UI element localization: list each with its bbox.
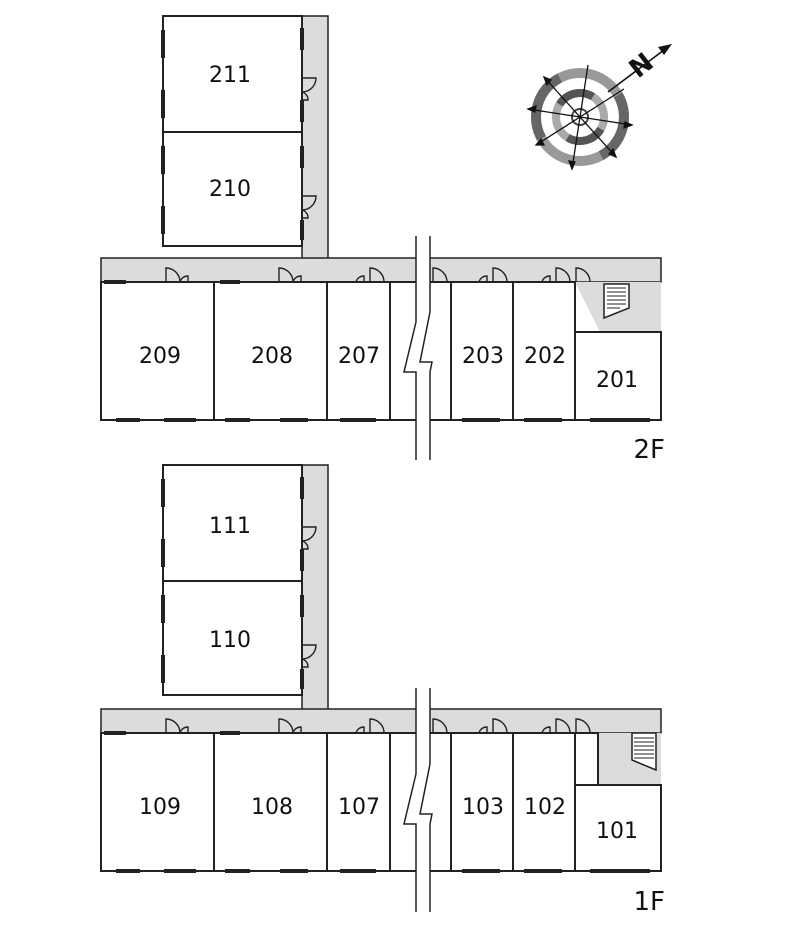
room-number: 109 bbox=[139, 795, 181, 820]
room-number: 201 bbox=[596, 368, 638, 393]
main-corridor bbox=[100, 708, 662, 734]
compass-north-letter: N bbox=[624, 47, 660, 84]
room-number: 202 bbox=[524, 344, 566, 369]
door-icons bbox=[165, 526, 591, 734]
room-number: 208 bbox=[251, 344, 293, 369]
room-number: 108 bbox=[251, 795, 293, 820]
staircase-icon bbox=[631, 732, 657, 772]
main-corridor bbox=[100, 257, 662, 283]
room-number: 102 bbox=[524, 795, 566, 820]
room-211 bbox=[162, 15, 303, 133]
room-number: 103 bbox=[462, 795, 504, 820]
window-marks bbox=[161, 28, 304, 240]
room-number: 101 bbox=[596, 819, 638, 844]
room-210 bbox=[162, 131, 303, 247]
window-marks bbox=[161, 477, 304, 689]
room-number: 203 bbox=[462, 344, 504, 369]
room-110 bbox=[162, 580, 303, 696]
room-111 bbox=[162, 464, 303, 582]
compass-icon: N bbox=[526, 44, 672, 171]
room-number: 111 bbox=[209, 514, 251, 539]
room-number: 107 bbox=[338, 795, 380, 820]
break-line bbox=[403, 688, 433, 912]
floor-2f-plan: 211 210 209 208 207 203 202 201 2F bbox=[100, 15, 666, 465]
room-number: 207 bbox=[338, 344, 380, 369]
floor-label: 2F bbox=[634, 435, 666, 465]
floor-label: 1F bbox=[634, 887, 666, 917]
room-number: 209 bbox=[139, 344, 181, 369]
north-corridor bbox=[301, 464, 329, 711]
north-corridor bbox=[301, 15, 329, 260]
floor-1f-plan: 111 110 109 108 107 103 102 101 1F bbox=[100, 464, 666, 917]
room-number: 210 bbox=[209, 177, 251, 202]
break-line bbox=[403, 236, 433, 460]
room-number: 211 bbox=[209, 63, 251, 88]
room-number: 110 bbox=[209, 628, 251, 653]
staircase-icon bbox=[603, 283, 630, 320]
door-icons bbox=[165, 77, 591, 283]
